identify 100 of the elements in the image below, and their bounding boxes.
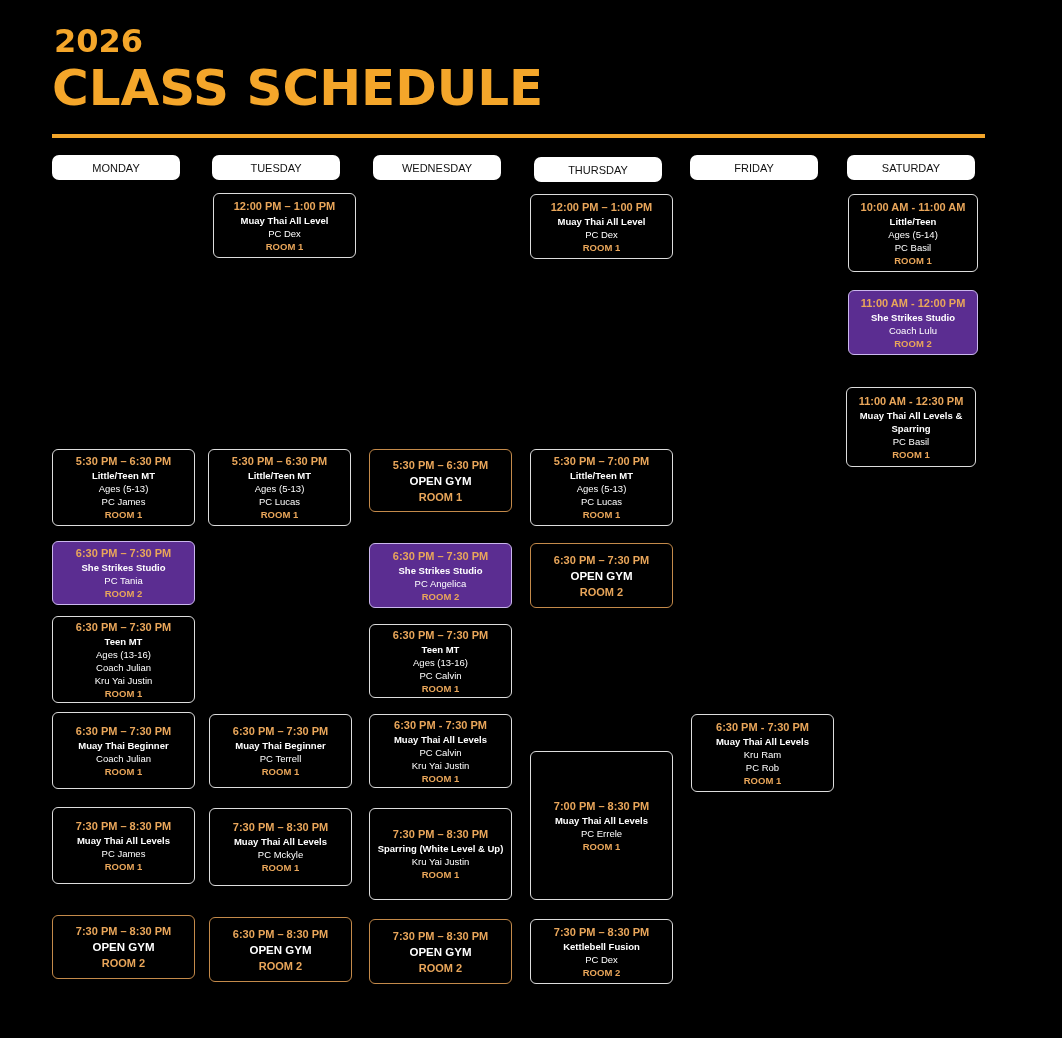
detail-text: PC Dex: [268, 226, 301, 240]
detail-text: PC Terrell: [259, 752, 302, 765]
room-text: ROOM 1: [894, 253, 932, 267]
class-name: She Strikes Studio: [81, 561, 166, 574]
room-text: ROOM 1: [418, 489, 463, 505]
room-text: ROOM 1: [104, 764, 143, 778]
detail-text: PC Rob: [745, 760, 780, 774]
class-name: OPEN GYM: [409, 473, 472, 489]
time-text: 6:30 PM – 7:30 PM: [232, 724, 329, 739]
room-text: ROOM 1: [261, 861, 300, 874]
studio-class-card: [369, 543, 512, 608]
room-text: ROOM 1: [261, 765, 300, 778]
detail-text: Kru Yai Justin: [411, 758, 470, 772]
day-header: WEDNESDAY: [373, 155, 501, 180]
time-text: 5:30 PM – 6:30 PM: [75, 454, 172, 469]
detail-text: PC Tania: [104, 574, 143, 587]
room-text: ROOM 1: [421, 771, 460, 785]
day-header: MONDAY: [52, 155, 180, 180]
schedule-title: CLASS SCHEDULE: [52, 58, 544, 118]
class-card: [52, 616, 195, 703]
class-name: Muay Thai All Levels: [233, 835, 328, 848]
room-text: ROOM 2: [104, 587, 143, 600]
class-card: [530, 449, 673, 526]
time-text: 6:30 PM – 7:30 PM: [75, 546, 172, 561]
class-name: Muay Thai All Levels: [554, 813, 649, 827]
class-name: Little/Teen MT: [91, 469, 156, 482]
class-name: Little/Teen MT: [247, 469, 312, 482]
time-text: 11:00 AM - 12:00 PM: [860, 295, 966, 311]
studio-class-card: [848, 290, 978, 355]
detail-text: Kru Yai Justin: [411, 855, 470, 868]
detail-text: Ages (5-13): [576, 482, 627, 495]
class-name: Muay Thai Beginner: [78, 738, 169, 752]
day-header: THURSDAY: [534, 157, 662, 182]
time-text: 11:00 AM - 12:30 PM: [858, 393, 964, 409]
year-heading: 2026: [54, 22, 144, 60]
open-gym-card: [530, 543, 673, 608]
class-card: [369, 714, 512, 788]
class-card: [369, 624, 512, 698]
detail-text: Ages (5-13): [98, 482, 149, 495]
class-card: [848, 194, 978, 272]
class-card: [846, 387, 976, 467]
class-name: Little/Teen: [889, 214, 937, 228]
class-card: [208, 449, 351, 526]
time-text: 6:30 PM – 8:30 PM: [232, 926, 329, 942]
class-name: OPEN GYM: [249, 942, 312, 958]
detail-text: PC James: [101, 495, 146, 508]
time-text: 6:30 PM – 7:30 PM: [392, 627, 489, 643]
class-name: Teen MT: [421, 642, 460, 656]
room-text: ROOM 1: [743, 773, 782, 787]
room-text: ROOM 1: [892, 447, 930, 461]
detail-text: Ages (5-14): [888, 227, 938, 241]
open-gym-card: [369, 919, 512, 984]
class-card: [530, 751, 673, 900]
room-text: ROOM 1: [582, 839, 621, 853]
room-text: ROOM 1: [104, 508, 143, 521]
detail-text: Coach Lulu: [888, 323, 938, 337]
time-text: 5:30 PM – 6:30 PM: [392, 457, 489, 473]
class-name: Muay Thai All Levels & Sparring: [858, 408, 964, 435]
room-text: ROOM 2: [421, 589, 460, 603]
class-card: [691, 714, 834, 792]
time-text: 6:30 PM – 7:30 PM: [553, 552, 650, 568]
time-text: 10:00 AM - 11:00 AM: [860, 199, 966, 215]
detail-text: Ages (13-16): [96, 647, 151, 661]
time-text: 5:30 PM – 6:30 PM: [231, 454, 328, 469]
class-name: Little/Teen MT: [569, 469, 634, 482]
detail-text: Kru Ram: [743, 747, 782, 761]
detail-text: PC Angelica: [414, 576, 467, 590]
class-card: [369, 808, 512, 900]
class-name: Teen MT: [104, 634, 143, 648]
room-text: ROOM 2: [894, 336, 932, 350]
detail-text: PC Dex: [585, 227, 618, 241]
class-card: [530, 919, 673, 984]
studio-class-card: [52, 541, 195, 605]
detail-text: PC Dex: [585, 952, 618, 966]
class-name: OPEN GYM: [409, 944, 472, 960]
detail-text: Ages (13-16): [413, 655, 468, 669]
time-text: 7:30 PM – 8:30 PM: [392, 928, 489, 944]
class-name: Muay Thai Beginner: [235, 739, 326, 752]
class-name: Muay Thai All Levels: [393, 732, 488, 746]
class-card: [52, 449, 195, 526]
class-name: Sparring (White Level & Up): [377, 842, 504, 855]
time-text: 6:30 PM - 7:30 PM: [394, 717, 487, 733]
class-name: OPEN GYM: [570, 568, 633, 584]
class-name: Muay Thai All Level: [557, 214, 646, 228]
room-text: ROOM 1: [421, 868, 460, 881]
day-header: SATURDAY: [847, 155, 975, 180]
time-text: 7:30 PM – 8:30 PM: [75, 818, 172, 834]
time-text: 7:30 PM – 8:30 PM: [75, 924, 172, 939]
time-text: 6:30 PM – 7:30 PM: [75, 723, 172, 739]
time-text: 7:30 PM – 8:30 PM: [553, 924, 650, 940]
time-text: 6:30 PM – 7:30 PM: [75, 619, 172, 635]
time-text: 7:30 PM – 8:30 PM: [392, 827, 489, 842]
class-name: She Strikes Studio: [871, 310, 955, 324]
time-text: 7:00 PM – 8:30 PM: [553, 798, 650, 814]
time-text: 7:30 PM – 8:30 PM: [232, 820, 329, 835]
day-header: FRIDAY: [690, 155, 818, 180]
class-name: OPEN GYM: [92, 940, 155, 955]
open-gym-card: [52, 915, 195, 979]
room-text: ROOM 1: [265, 239, 304, 253]
time-text: 6:30 PM - 7:30 PM: [716, 719, 809, 735]
